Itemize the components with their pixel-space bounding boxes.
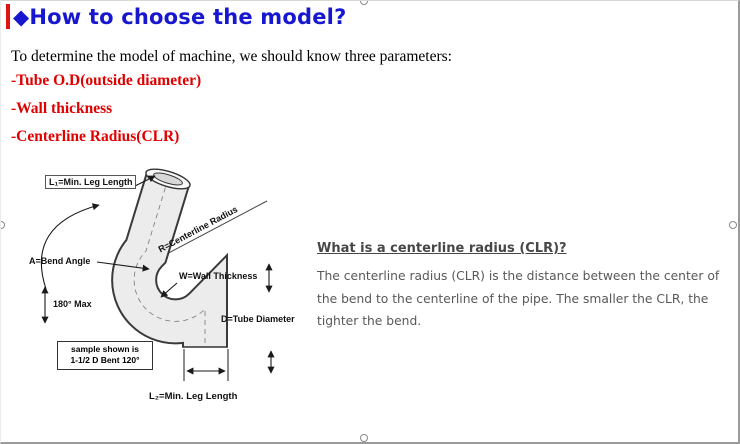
parameter-list: -Tube O.D(outside diameter) -Wall thickn… [11, 72, 201, 156]
resize-handle-left[interactable] [1, 221, 5, 229]
bend-angle-leader [96, 261, 150, 272]
wall-thickness-leader [160, 282, 178, 298]
param-centerline-radius: -Centerline Radius(CLR) [11, 128, 180, 145]
title-text: How to choose the model? [29, 4, 347, 29]
clr-body-text: The centerline radius (CLR) is the dista… [317, 269, 720, 329]
tube-body [113, 172, 226, 347]
tube-top-face [145, 168, 191, 190]
sample-note-box: sample shown is 1-1/2 D Bent 120° [57, 341, 153, 370]
clr-heading: What is a centerline radius (CLR)? [317, 241, 567, 256]
resize-handle-right[interactable] [729, 221, 737, 229]
param-wall-thickness: -Wall thickness [11, 100, 113, 117]
title-bullet-icon: ◆ [13, 4, 30, 29]
label-180-max: 180° Max [53, 299, 92, 309]
title-accent-bar [6, 4, 10, 29]
sample-note-line2: 1-1/2 D Bent 120° [70, 355, 140, 366]
label-bend-angle: A=Bend Angle [29, 256, 91, 266]
label-tube-diameter: D=Tube Diameter [221, 314, 295, 324]
label-l1-min-leg-length: L₁=Min. Leg Length [45, 175, 137, 189]
clr-info-section: What is a centerline radius (CLR)? The c… [317, 241, 731, 333]
intro-text: To determine the model of machine, we sh… [11, 48, 452, 65]
tube-bend-diagram: L₁=Min. Leg Length R=Centerline Radius A… [9, 161, 311, 423]
page-title: ◆ How to choose the model? [6, 4, 346, 29]
sample-note-line1: sample shown is [70, 344, 140, 354]
bend-angle-arc [40, 203, 100, 290]
resize-handle-bottom[interactable] [360, 434, 368, 442]
resize-handle-top[interactable] [360, 1, 368, 5]
param-tube-od: -Tube O.D(outside diameter) [11, 72, 202, 89]
tube-centerline [133, 178, 206, 347]
label-wall-thickness: W=Wall Thickness [179, 271, 258, 281]
tube-diagram-svg [40, 168, 275, 381]
label-l2-min-leg-length: L₂=Min. Leg Length [149, 391, 238, 402]
